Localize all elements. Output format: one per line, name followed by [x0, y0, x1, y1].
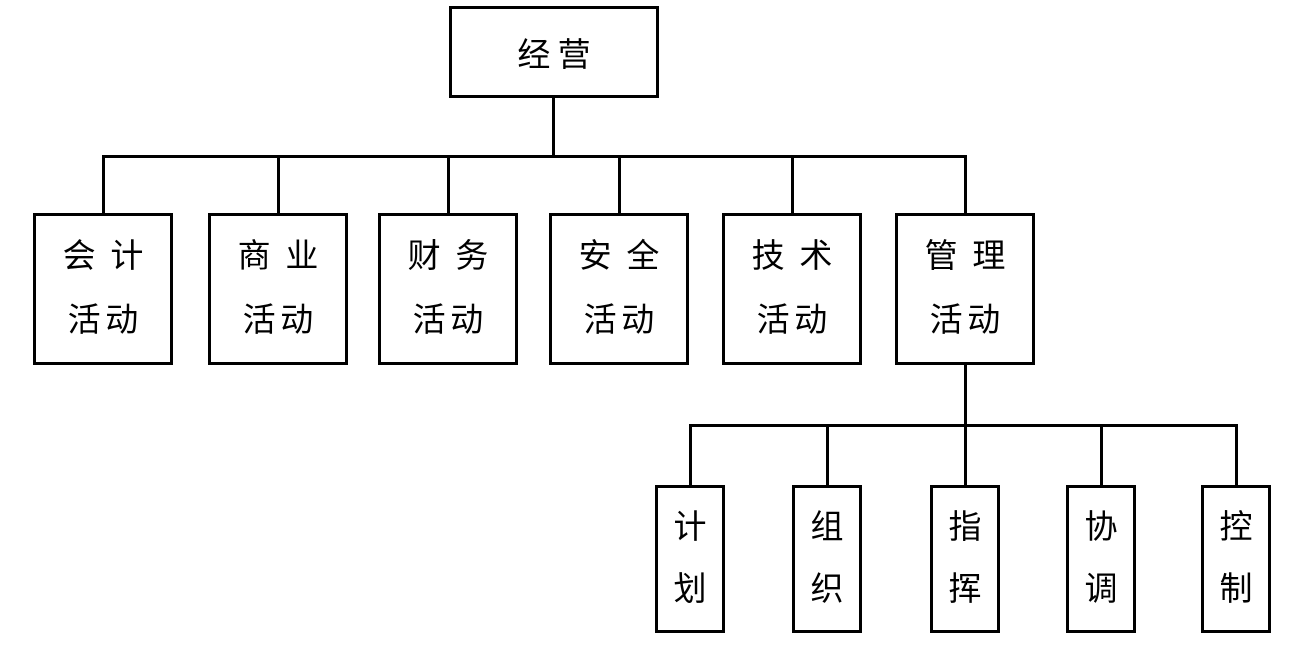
node-label-line1: 控	[1219, 510, 1253, 546]
node-label-line2: 活动	[242, 303, 318, 339]
node-label: 经营	[517, 38, 598, 74]
connector-drop	[964, 155, 967, 213]
node-controlling: 控 制	[1201, 485, 1271, 633]
connector-level3-bus	[689, 424, 1238, 427]
connector-drop	[791, 155, 794, 213]
node-label-line2: 调	[1084, 572, 1118, 608]
node-label-line2: 织	[810, 572, 844, 608]
connector-drop	[1100, 424, 1103, 485]
connector-drop	[102, 155, 105, 213]
node-operation: 经营	[449, 6, 659, 98]
node-label-line1: 会计	[62, 239, 159, 275]
node-label-line1: 管理	[924, 239, 1021, 275]
node-label-line2: 制	[1219, 572, 1253, 608]
node-safety-activities: 安全 活动	[549, 213, 689, 365]
connector-drop	[826, 424, 829, 485]
node-label-line2: 活动	[583, 303, 659, 339]
node-financial-activities: 财务 活动	[378, 213, 518, 365]
node-planning: 计 划	[655, 485, 725, 633]
node-label-line2: 活动	[412, 303, 488, 339]
connector-drop	[277, 155, 280, 213]
connector-drop	[447, 155, 450, 213]
connector-drop	[618, 155, 621, 213]
connector-management-trunk	[964, 365, 967, 424]
node-technical-activities: 技术 活动	[722, 213, 862, 365]
node-label-line2: 挥	[948, 572, 982, 608]
node-label-line2: 活动	[929, 303, 1005, 339]
node-label-line1: 商业	[237, 239, 334, 275]
node-label-line1: 安全	[578, 239, 675, 275]
node-organizing: 组 织	[792, 485, 862, 633]
connector-root-trunk	[552, 98, 555, 155]
connector-drop	[1235, 424, 1238, 485]
node-label-line2: 活动	[67, 303, 143, 339]
node-label-line1: 指	[948, 510, 982, 546]
node-label-line1: 协	[1084, 510, 1118, 546]
connector-drop	[964, 424, 967, 485]
node-accounting-activities: 会计 活动	[33, 213, 173, 365]
node-label-line1: 技术	[751, 239, 848, 275]
connector-level2-bus	[102, 155, 966, 158]
node-label-line2: 划	[673, 572, 707, 608]
node-coordinating: 协 调	[1066, 485, 1136, 633]
node-commercial-activities: 商业 活动	[208, 213, 348, 365]
node-label-line1: 计	[673, 510, 707, 546]
node-commanding: 指 挥	[930, 485, 1000, 633]
node-label-line1: 财务	[407, 239, 504, 275]
connector-drop	[689, 424, 692, 485]
node-label-line1: 组	[810, 510, 844, 546]
node-management-activities: 管理 活动	[895, 213, 1035, 365]
node-label-line2: 活动	[756, 303, 832, 339]
